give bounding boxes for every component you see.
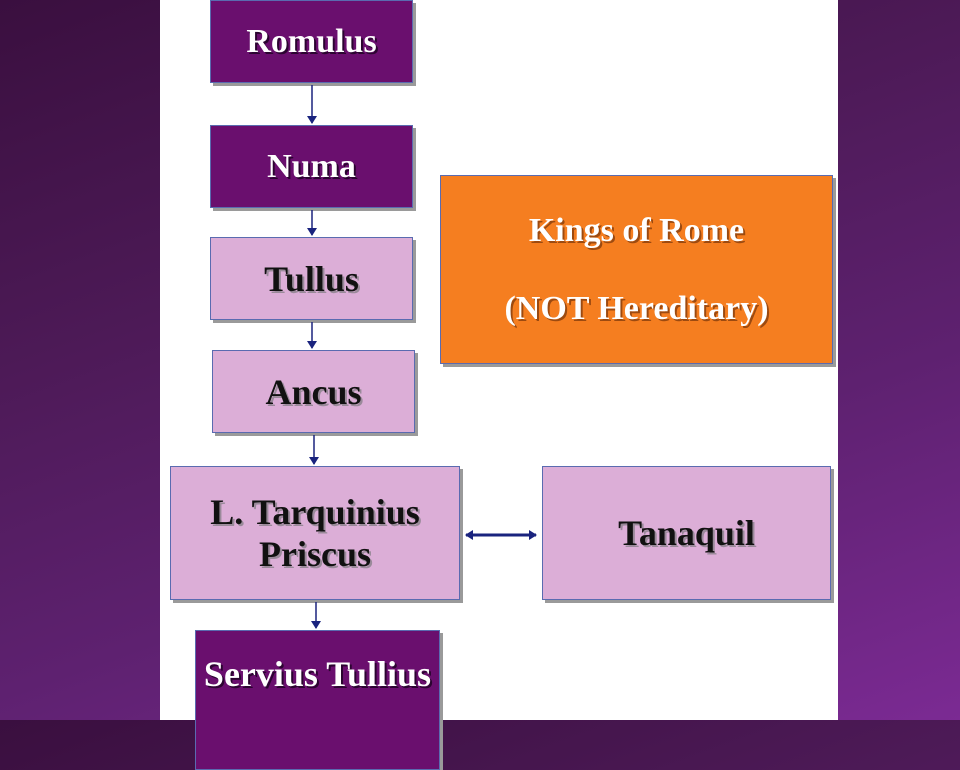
title-box: Kings of Rome (NOT Hereditary) [440,175,833,364]
node-tanaquil-label: Tanaquil [618,513,755,553]
node-romulus: Romulus [210,0,413,83]
title-box-heading: Kings of Rome [528,211,745,249]
node-numa-label: Numa [267,147,356,185]
node-numa: Numa [210,125,413,208]
node-tanaquil: Tanaquil [542,466,831,600]
node-tarquinius-label: L. Tarquinius Priscus [210,492,420,574]
node-servius-label: Servius Tullius [203,654,432,694]
node-romulus-label: Romulus [246,22,377,60]
connector-arrows [307,85,537,629]
title-box-subheading: (NOT Hereditary) [504,289,769,327]
node-tullus: Tullus [210,237,413,320]
node-ancus-label: Ancus [265,371,362,412]
node-tarquinius: L. Tarquinius Priscus [170,466,460,600]
node-tullus-label: Tullus [264,258,359,299]
node-ancus: Ancus [212,350,415,433]
